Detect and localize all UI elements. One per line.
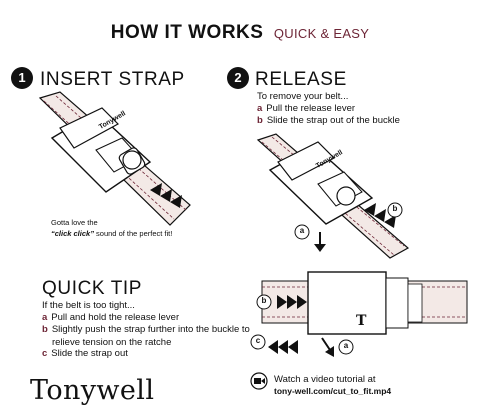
quick-tip-marker-c: c: [255, 336, 261, 345]
quick-tip-item-a-label: a: [42, 312, 48, 323]
step-2-item-b-label: b: [257, 115, 263, 126]
quick-tip-buckle-mark: T: [356, 313, 367, 329]
step-2-marker-a: a: [299, 226, 305, 235]
step-1-caption-emphasis: “click click”: [51, 229, 94, 238]
step-2-illustration: [256, 133, 410, 259]
step-1-illustration: [38, 91, 191, 226]
page-subtitle: QUICK & EASY: [273, 26, 370, 41]
brand-logo: Tonywell: [30, 375, 155, 406]
step-2-badge: 2: [227, 67, 249, 89]
step-1-caption-line2: “click click” sound of the perfect fit!: [51, 229, 172, 239]
quick-tip-title: QUICK TIP: [42, 278, 143, 299]
video-tutorial-link[interactable]: tony-well.com/cut_to_fit.mp4: [274, 386, 392, 396]
step-2-marker-b: b: [392, 204, 398, 213]
video-tutorial-text: Watch a video tutorial at: [274, 374, 376, 385]
step-2-slide-arrow: [364, 203, 376, 216]
step-2-intro: To remove your belt...: [257, 91, 349, 102]
page-header: HOW IT WORKS QUICK & EASY: [0, 22, 480, 44]
page-title: HOW IT WORKS: [110, 22, 264, 43]
step-1-caption-rest: sound of the perfect fit!: [96, 229, 173, 238]
step-2-item-a-text: Pull the release lever: [266, 103, 356, 114]
quick-tip-item-c-text: Slide the strap out: [51, 348, 128, 359]
quick-tip-pull-arrow: [268, 340, 278, 354]
step-1-caption-line1: Gotta love the: [51, 218, 98, 227]
quick-tip-marker-b: b: [261, 296, 267, 305]
quick-tip-item-a-text: Pull and hold the release lever: [51, 312, 180, 323]
quick-tip-item-c-label: c: [42, 348, 48, 359]
quick-tip-item-b-label: b: [42, 324, 48, 335]
step-2-item-a-label: a: [257, 103, 263, 114]
step-2-item-b-text: Slide the strap out of the buckle: [266, 115, 400, 126]
quick-tip-push-arrow: [277, 295, 287, 309]
quick-tip-item-b-text: Slightly push the strap further into the…: [51, 324, 250, 348]
quick-tip-buckle: [307, 271, 387, 335]
step-1-title: INSERT STRAP: [40, 69, 185, 90]
step-2-pull-arrow: [314, 244, 326, 252]
step-2-title: RELEASE: [255, 69, 347, 90]
step-1-push-arrow: [150, 183, 162, 196]
quick-tip-marker-a: a: [343, 341, 349, 350]
step-1-badge: 1: [11, 67, 33, 89]
quick-tip-intro: If the belt is too tight...: [42, 300, 135, 311]
quick-tip-lever-arrow: [325, 346, 334, 357]
